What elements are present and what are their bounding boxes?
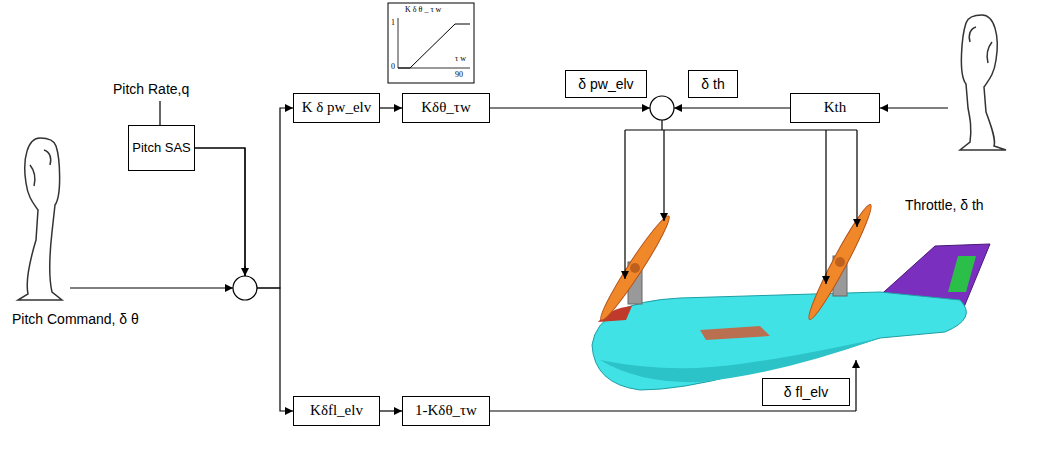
signal-label: 90 bbox=[455, 71, 463, 80]
box-label: δ th bbox=[701, 76, 724, 92]
fuselage-shade bbox=[600, 338, 880, 382]
signal-label: 1 bbox=[391, 19, 395, 28]
tail-patch bbox=[948, 256, 976, 292]
tiltrotor-aircraft bbox=[592, 201, 990, 390]
drawing-part bbox=[388, 3, 474, 83]
signal-connector bbox=[380, 410, 402, 411]
hub bbox=[835, 257, 845, 267]
signal-connector bbox=[195, 148, 293, 411]
process-box: δ pw_elv bbox=[565, 70, 647, 98]
drawing-part bbox=[398, 18, 399, 68]
box-label: Kδθ_τw bbox=[421, 99, 470, 116]
signal-label: K δ θ _ τ w bbox=[405, 6, 441, 15]
signal-wire bbox=[490, 410, 856, 411]
box-label: δ fl_elv bbox=[784, 384, 828, 400]
process-box: δ th bbox=[688, 70, 738, 98]
signal-label: Throttle, δ th bbox=[905, 198, 984, 213]
signal-wire bbox=[661, 120, 662, 130]
throttle-stick bbox=[960, 15, 1006, 150]
box-label: δ pw_elv bbox=[578, 76, 633, 92]
fuselage bbox=[592, 292, 966, 390]
signal-wire bbox=[825, 130, 826, 284]
drawing-part bbox=[30, 165, 35, 186]
process-box: Kδfl_elv bbox=[293, 396, 380, 426]
signal-connector bbox=[380, 107, 402, 108]
process-box: δ fl_elv bbox=[762, 378, 850, 406]
drawing-part bbox=[960, 15, 1006, 150]
signal-wire bbox=[625, 129, 857, 130]
signal-wire bbox=[663, 130, 664, 221]
signal-label: τ w bbox=[455, 55, 466, 64]
summing-junction bbox=[233, 276, 257, 300]
propeller bbox=[803, 201, 876, 322]
box-label: K δ pw_elv bbox=[302, 99, 372, 116]
signal-label: Pitch Rate,q bbox=[113, 82, 189, 97]
signal-wire bbox=[856, 130, 857, 227]
signal-connector bbox=[195, 108, 293, 288]
drawing-part bbox=[969, 27, 976, 42]
process-box: Kth bbox=[790, 93, 880, 123]
box-label: Pitch SAS bbox=[132, 141, 191, 156]
summing-junction bbox=[650, 96, 674, 120]
drawing-part bbox=[70, 101, 948, 411]
box-label: 1-Kδθ_τw bbox=[415, 402, 477, 419]
leader-line bbox=[159, 101, 160, 125]
signal-label: 0 bbox=[391, 63, 395, 72]
propeller bbox=[595, 212, 674, 324]
signal-wire bbox=[490, 107, 650, 108]
drawing-part bbox=[987, 42, 992, 63]
signal-wire bbox=[880, 107, 948, 108]
signal-label: Pitch Command, δ θ bbox=[12, 312, 139, 327]
pitch-stick bbox=[18, 138, 62, 300]
signal-wire bbox=[855, 360, 856, 411]
drawing-part bbox=[398, 24, 470, 68]
process-box: 1-Kδθ_τw bbox=[402, 396, 490, 426]
process-box: Kδθ_τw bbox=[402, 93, 490, 123]
wing-detail bbox=[700, 326, 770, 340]
process-box: Pitch SAS bbox=[128, 125, 195, 171]
box-label: Kδfl_elv bbox=[310, 402, 363, 419]
inset-graph bbox=[388, 3, 474, 83]
signal-wire bbox=[244, 266, 245, 276]
signal-wire bbox=[624, 130, 625, 279]
box-label: Kth bbox=[824, 99, 847, 116]
process-box: K δ pw_elv bbox=[293, 93, 380, 123]
drawing-part bbox=[44, 150, 51, 165]
drawing-part bbox=[18, 138, 62, 300]
hub bbox=[630, 263, 640, 273]
signal-wire bbox=[70, 287, 233, 288]
